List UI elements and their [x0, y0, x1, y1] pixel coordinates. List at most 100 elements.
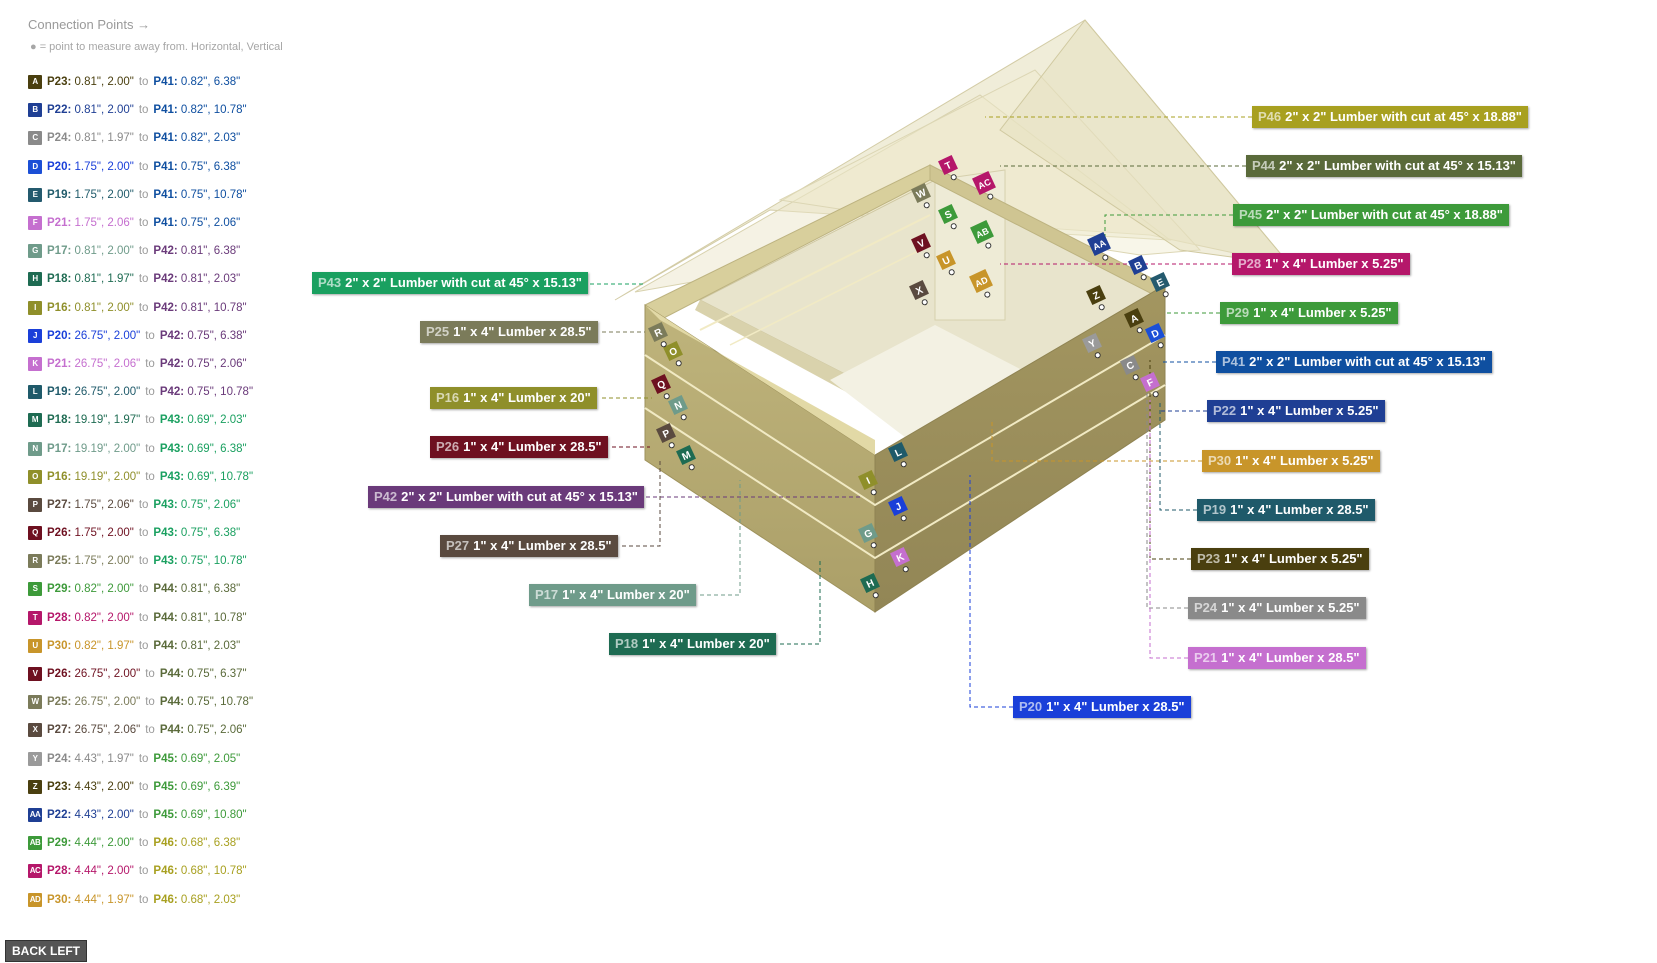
measure-point-dot — [1132, 374, 1139, 381]
connection-letter-badge: M — [28, 413, 42, 428]
from-offset: 26.75", 2.00" — [74, 668, 141, 681]
measure-point-dot — [660, 341, 667, 348]
marker-letter: Q — [656, 379, 668, 392]
leader-line-p20 — [969, 475, 1013, 708]
marker-badge — [1082, 333, 1102, 353]
from-offset: 1.75", 2.06" — [74, 217, 134, 230]
from-part: P16: — [47, 301, 72, 314]
to-part: P42: — [153, 273, 178, 286]
connection-marker-aa: AA — [1087, 232, 1111, 261]
to-word: to — [138, 188, 149, 201]
marker-letter: B — [1133, 260, 1144, 273]
connection-letter-badge: Z — [28, 779, 42, 794]
connection-marker-q: Q — [651, 374, 671, 400]
part-id: P17 — [535, 587, 559, 602]
part-id: P16 — [436, 390, 460, 405]
to-word: to — [138, 217, 149, 230]
to-word: to — [138, 76, 149, 89]
from-part: P23: — [47, 780, 72, 793]
marker-badge — [1150, 272, 1170, 292]
marker-letter: S — [943, 209, 954, 222]
marker-badge — [651, 374, 671, 394]
to-part: P42: — [159, 357, 185, 370]
connection-letter-badge: Y — [28, 751, 42, 766]
connection-letter-badge: AB — [28, 836, 42, 851]
marker-badge — [860, 573, 880, 593]
to-offset: 0.69", 6.38" — [187, 442, 247, 455]
marker-badge — [911, 233, 931, 253]
to-offset: 0.69", 6.39" — [180, 780, 241, 793]
to-part: P42: — [153, 245, 178, 258]
part-description: 2" x 2" Lumber with cut at 45° x 15.13" — [1279, 158, 1516, 173]
measure-point-dot — [984, 291, 991, 298]
from-part: P27: — [47, 724, 72, 737]
part-id: P21 — [1194, 650, 1218, 665]
marker-letter: Z — [1092, 290, 1102, 303]
connection-marker-f: F — [1140, 372, 1160, 398]
back-left-button[interactable]: BACK LEFT — [5, 940, 87, 962]
to-part: P41: — [153, 217, 178, 230]
to-offset: 0.81", 10.78" — [180, 301, 247, 314]
to-part: P46: — [153, 893, 178, 906]
marker-letter: X — [914, 285, 925, 298]
to-offset: 0.69", 10.78" — [187, 470, 254, 483]
to-part: P44: — [153, 639, 178, 652]
part-id: P46 — [1258, 109, 1282, 124]
from-part: P23: — [47, 76, 72, 89]
leader-line-p24 — [1146, 380, 1188, 609]
measure-point-dot — [987, 193, 994, 200]
leader-line-p30 — [991, 420, 1202, 462]
from-part: P27: — [47, 498, 72, 511]
part-description: 2" x 2" Lumber with cut at 45° x 15.13" — [1249, 354, 1486, 369]
connection-marker-a: A — [1124, 308, 1144, 334]
connection-marker-ab: AB — [970, 220, 994, 249]
from-offset: 26.75", 2.06" — [74, 724, 141, 737]
to-offset: 0.81", 6.38" — [180, 583, 241, 596]
to-offset: 0.69", 2.03" — [187, 414, 247, 427]
part-description: 1" x 4" Lumber x 28.5" — [463, 439, 602, 454]
connection-marker-n: N — [668, 395, 688, 421]
connection-letter-badge: L — [28, 385, 42, 400]
connection-marker-e: E — [1150, 272, 1170, 298]
to-offset: 0.75", 10.78" — [187, 386, 254, 399]
connection-letter-badge: AD — [28, 892, 42, 907]
connection-letter-badge: K — [28, 356, 42, 371]
from-part: P16: — [47, 470, 72, 483]
part-description: 2" x 2" Lumber with cut at 45° x 15.13" — [345, 275, 582, 290]
from-offset: 0.81", 2.00" — [74, 245, 134, 258]
measure-point-dot — [902, 566, 909, 573]
to-word: to — [138, 527, 149, 540]
connection-letter-badge: E — [28, 187, 42, 202]
part-description: 1" x 4" Lumber x 28.5" — [453, 324, 592, 339]
marker-badge — [1124, 308, 1144, 328]
connection-letter-badge: T — [28, 610, 42, 625]
part-description: 1" x 4" Lumber x 20" — [642, 636, 770, 651]
connection-letter-badge: I — [28, 300, 42, 315]
